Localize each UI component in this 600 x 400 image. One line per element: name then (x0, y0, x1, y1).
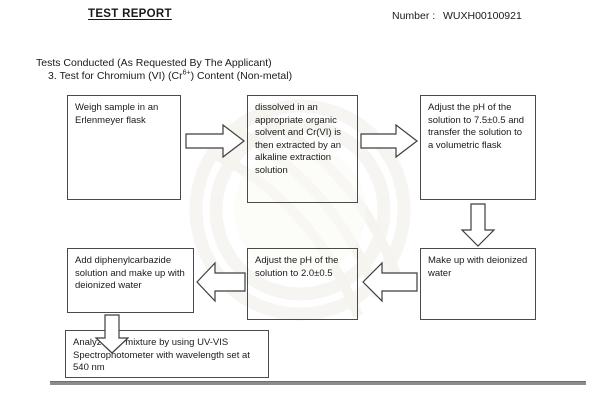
page-title: TEST REPORT (88, 8, 172, 20)
arrow-down-icon-2 (94, 314, 130, 354)
arrow-left-icon-1 (362, 261, 418, 303)
flow-box-adjust-ph-20: Adjust the pH of the solution to 2.0±0.5 (247, 248, 358, 320)
arrow-right-icon-1 (185, 123, 245, 159)
flow-box-dissolve-extract: dissolved in an appropriate organic solv… (247, 95, 358, 203)
report-number-value: WUXH00100921 (443, 10, 522, 22)
test-item-suffix: ) Content (Non-metal) (190, 70, 293, 82)
arrow-left-icon-2 (196, 261, 246, 303)
arrow-right-icon-2 (360, 123, 418, 159)
flow-box-adjust-ph-75: Adjust the pH of the solution to 7.5±0.5… (420, 95, 536, 200)
flow-box-make-up-deionized-water: Make up with deionized water (420, 248, 536, 320)
flow-box-weigh-sample: Weigh sample in an Erlenmeyer flask (67, 95, 181, 200)
report-number-label: Number : (392, 10, 436, 22)
tests-conducted-heading: Tests Conducted (As Requested By The App… (36, 57, 272, 69)
arrow-down-icon-1 (460, 203, 496, 247)
chromium-charge-superscript: 6+ (182, 69, 191, 77)
flow-box-add-diphenylcarbazide: Add diphenylcarbazide solution and make … (67, 248, 194, 313)
footer-divider (50, 381, 586, 385)
test-item-prefix: 3. Test for Chromium (VI) (Cr (48, 70, 183, 82)
test-item-chromium: 3. Test for Chromium (VI) (Cr6+) Content… (48, 69, 293, 83)
flow-box-analyze-uv-vis: Analyze the mixture by using UV-VIS Spec… (65, 330, 269, 378)
